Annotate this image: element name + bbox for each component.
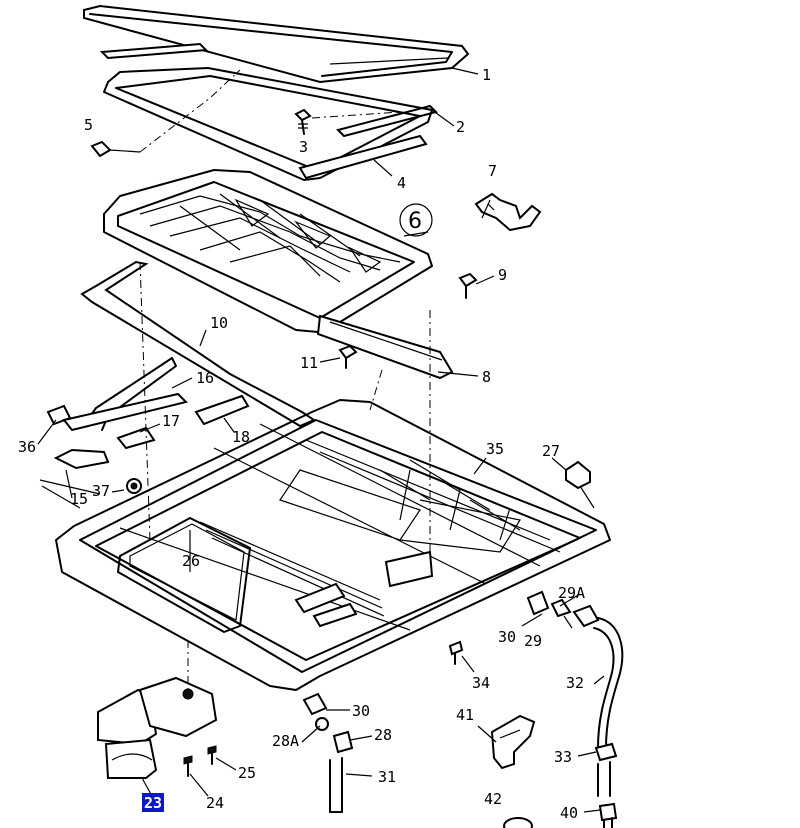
callout-4: 4 [397,174,406,192]
callout-30-lower: 30 [352,702,370,720]
callout-5: 5 [84,116,93,134]
callout-10: 10 [210,314,228,332]
part-27-clip [565,460,591,490]
callout-35: 35 [486,440,504,458]
part-10-rail [80,260,317,428]
callout-9: 9 [498,266,507,284]
callout-16: 16 [196,369,214,387]
callout-41: 41 [456,706,474,724]
bolt-part-9 [458,272,478,299]
callout-33: 33 [554,748,572,766]
callout-11: 11 [300,354,318,372]
drain-connectors [526,590,600,628]
linkage-parts [39,357,250,509]
callout-15: 15 [70,490,88,508]
callout-1: 1 [482,66,491,84]
part-41-fitting [490,714,536,770]
callout-8: 8 [482,368,491,386]
callout-29: 29 [524,632,542,650]
callout-28a: 28A [272,732,299,750]
callout-30-upper: 30 [498,628,516,646]
drain-lower [302,692,354,813]
callout-17: 17 [162,412,180,430]
part-6-sunshade-frame [103,169,454,380]
callout-28: 28 [374,726,392,744]
callout-27: 27 [542,442,560,460]
callout-6-circle [399,203,433,237]
callout-6: 6 [408,209,422,234]
callout-31: 31 [378,768,396,786]
part-40-hose-end [598,802,618,828]
callout-23: 23 [144,794,162,812]
callout-3: 3 [299,138,308,156]
part-4-seal-frame [103,67,433,181]
callout-32: 32 [566,674,584,692]
screw-part-3 [294,108,312,135]
callout-34: 34 [472,674,490,692]
part-7-bracket [474,192,542,232]
part-35-roof-frame [55,399,611,691]
part-32-drain-hose [593,617,624,749]
center-lines [139,261,431,690]
callout-37: 37 [92,482,110,500]
callout-7: 7 [488,162,497,180]
callout-24: 24 [206,794,224,812]
part-33-clamp [594,742,618,797]
bolt-part-11 [338,344,358,369]
callout-25: 25 [238,764,256,782]
part-23-motor [97,676,218,779]
callout-23-highlight [142,793,164,812]
callout-36: 36 [18,438,36,456]
bolt-part-34 [448,640,464,665]
callout-40: 40 [560,804,578,822]
callout-18: 18 [232,428,250,446]
screws-24-25 [183,745,217,777]
screw-part-5 [90,140,141,158]
centerline [139,69,401,153]
leader-lines [37,67,605,813]
callout-2: 2 [456,118,465,136]
callout-42: 42 [484,790,502,808]
part-1-glass-panel [83,4,470,84]
part-42-grommet [503,817,533,828]
callout-29a: 29A [558,584,585,602]
callout-26: 26 [182,552,200,570]
